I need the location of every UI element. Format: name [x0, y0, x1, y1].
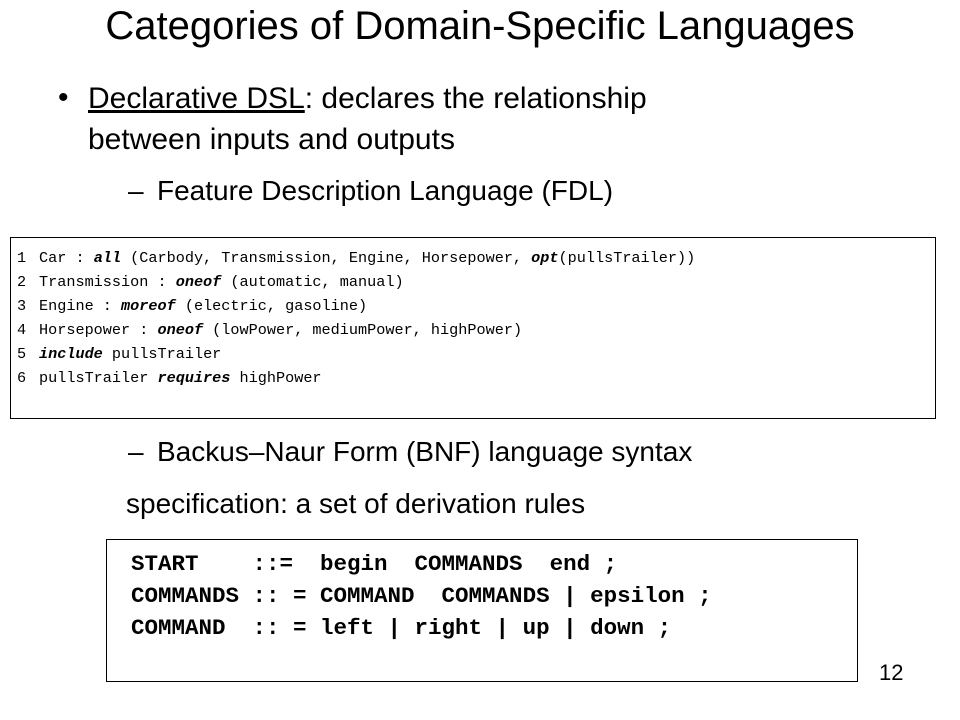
bullet-text-line1: : declares the relationship	[304, 82, 647, 115]
fdl-line-4: 4 Horsepower : oneof (lowPower, mediumPow…	[17, 321, 522, 339]
page-number: 12	[879, 660, 904, 685]
sub2-text-line1: Backus–Naur Form (BNF) language syntax	[157, 436, 693, 467]
keyword: all	[93, 249, 122, 267]
line-number: 4	[17, 321, 27, 339]
line-number: 1	[17, 249, 27, 267]
code-text: highPower	[230, 369, 322, 387]
line-number: 3	[17, 297, 27, 315]
code-text: Horsepower :	[39, 321, 158, 339]
bnf-line-3: COMMAND :: = left | right | up | down ;	[131, 615, 672, 641]
code-text: pullsTrailer	[39, 369, 158, 387]
sub2-dash: –	[128, 436, 144, 467]
sub1-dash: –	[128, 175, 144, 206]
sub2-text-line2: specification: a set of derivation rules	[126, 488, 586, 519]
bullet-text: Declarative DSL: declares the relationsh…	[88, 78, 888, 160]
bnf-line-2: COMMANDS :: = COMMAND COMMANDS | epsilon…	[131, 583, 712, 609]
code-text: Car :	[39, 249, 94, 267]
keyword: include	[39, 345, 103, 363]
keyword: moreof	[121, 297, 176, 315]
code-text: (electric, gasoline)	[175, 297, 368, 315]
keyword: oneof	[175, 273, 222, 291]
code-text: pullsTrailer	[102, 345, 222, 363]
bullet-term: Declarative DSL	[88, 82, 305, 115]
code-text: (Carbody, Transmission, Engine, Horsepow…	[121, 249, 532, 267]
fdl-line-2: 2 Transmission : oneof (automatic, manual…	[17, 273, 404, 291]
code-text: Transmission :	[39, 273, 176, 291]
keyword: requires	[157, 369, 231, 387]
bnf-code-box: START ::= begin COMMANDS end ; COMMANDS …	[106, 539, 858, 682]
fdl-code-box: 1 Car : all (Carbody, Transmission, Engin…	[10, 237, 936, 419]
code-text: (lowPower, mediumPower, highPower)	[203, 321, 523, 339]
sub1-text: Feature Description Language (FDL)	[157, 175, 614, 206]
fdl-line-6: 6 pullsTrailer requires highPower	[17, 369, 322, 387]
code-text: (automatic, manual)	[221, 273, 404, 291]
fdl-line-5: 5 include pullsTrailer	[17, 345, 221, 363]
code-text: Engine :	[39, 297, 122, 315]
fdl-line-3: 3 Engine : moreof (electric, gasoline)	[17, 297, 367, 315]
bnf-line-1: START ::= begin COMMANDS end ;	[131, 551, 618, 577]
fdl-line-1: 1 Car : all (Carbody, Transmission, Engin…	[17, 249, 695, 267]
slide-title: Categories of Domain-Specific Languages	[105, 4, 855, 48]
code-text: (pullsTrailer))	[558, 249, 696, 267]
bullet-text-line2: between inputs and outputs	[88, 123, 455, 156]
line-number: 6	[17, 369, 27, 387]
keyword: oneof	[157, 321, 204, 339]
line-number: 5	[17, 345, 27, 363]
bullet-marker: •	[58, 81, 69, 114]
keyword: opt	[531, 249, 559, 267]
line-number: 2	[17, 273, 27, 291]
